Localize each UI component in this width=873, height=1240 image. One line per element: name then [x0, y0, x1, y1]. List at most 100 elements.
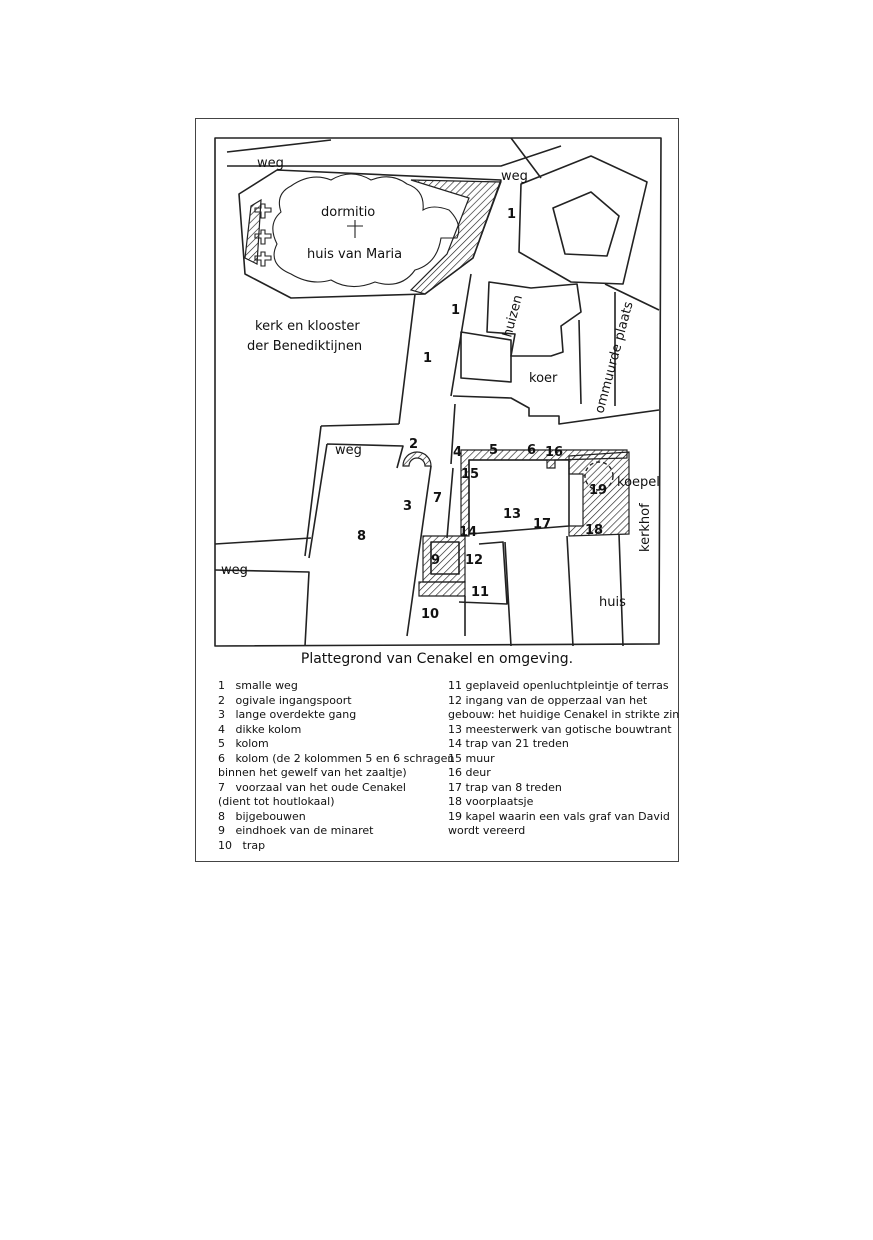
- legend-item-10: 10 trap: [218, 839, 448, 854]
- narrow-street: [398, 273, 472, 425]
- marker-2: 2: [409, 437, 418, 452]
- legend-text: bijgebouwen: [235, 809, 306, 823]
- legend-item-15: 15 muur: [448, 752, 676, 767]
- label-weg-bottom: weg: [221, 563, 248, 578]
- marker-11: 11: [471, 585, 489, 600]
- marker-7: 7: [433, 491, 442, 506]
- legend-number: 10: [218, 838, 243, 852]
- legend-text-continued: binnen het gewelf van het zaaltje): [218, 766, 407, 779]
- church-west-wall: [244, 198, 262, 265]
- marker-1a: 1: [507, 207, 516, 222]
- marker-16: 16: [545, 445, 563, 460]
- marker-4: 4: [453, 445, 462, 460]
- legend-number: 14: [448, 737, 466, 750]
- legend-text: lange overdekte gang: [235, 708, 357, 721]
- marker-6: 6: [527, 443, 536, 458]
- lower-blocks: [458, 533, 624, 647]
- legend-number: 9: [218, 824, 236, 837]
- road-bottom: [214, 537, 312, 647]
- legend-number: 16: [448, 766, 466, 779]
- marker-10: 10: [421, 607, 439, 622]
- legend-item-17: 17 trap van 8 treden: [448, 781, 676, 796]
- label-kerk-line1: kerk en klooster: [255, 319, 360, 334]
- legend-text: trap: [242, 838, 266, 852]
- legend-number: 18: [448, 795, 466, 808]
- legend-item-11: 11 geplaveid openluchtpleintje of terras: [448, 679, 676, 694]
- legend-text: dikke kolom: [235, 722, 302, 736]
- plan-border: [214, 137, 662, 647]
- legend-number: 1: [218, 679, 236, 692]
- legend-item-14: 14 trap van 21 treden: [448, 737, 676, 752]
- legend-number: 13: [448, 722, 466, 736]
- document-frame: weg weg dormitio huis van Maria kerk en …: [195, 118, 679, 862]
- legend-item-1: 1 smalle weg: [218, 679, 448, 694]
- marker-14: 14: [459, 525, 477, 540]
- site-plan-map: weg weg dormitio huis van Maria kerk en …: [214, 137, 662, 647]
- road-lines-top: [226, 137, 562, 179]
- legend-text: eindhoek van de minaret: [235, 824, 374, 837]
- legend-text: meesterwerk van gotische bouwtrant: [465, 722, 672, 736]
- legend-item-2: 2 ogivale ingangspoort: [218, 694, 448, 709]
- legend-text: kapel waarin een vals graf van David: [465, 809, 670, 823]
- ogival-gate: [402, 451, 432, 467]
- marker-13: 13: [503, 507, 521, 522]
- legend-number: 8: [218, 809, 236, 823]
- label-koer: koer: [529, 371, 558, 386]
- legend-number: 3: [218, 708, 236, 721]
- legend-text: voorzaal van het oude Cenakel: [235, 780, 406, 794]
- legend-item-13: 13 meesterwerk van gotische bouwtrant: [448, 723, 676, 738]
- huizen-block: [486, 281, 582, 357]
- staircase-10: [418, 581, 466, 597]
- tower-inner-square: [552, 191, 620, 257]
- road-mid: [304, 423, 404, 559]
- label-huis: huis: [599, 595, 626, 610]
- label-weg-top-left: weg: [257, 156, 284, 171]
- legend-item-9: 9 eindhoek van de minaret: [218, 824, 448, 839]
- legend-item-7: 7 voorzaal van het oude Cenakel(dient to…: [218, 781, 448, 810]
- minaret-inner: [430, 541, 460, 575]
- legend-text: muur: [465, 751, 495, 765]
- church-hatched-wall: [409, 179, 502, 295]
- marker-5: 5: [489, 443, 498, 458]
- label-huis-van-maria: huis van Maria: [307, 247, 402, 262]
- legend-text-continued: wordt vereerd: [448, 824, 526, 837]
- koer-walls: [578, 283, 660, 406]
- label-koepel: koepel: [617, 475, 660, 490]
- legend-number: 5: [218, 737, 236, 750]
- cross-icon: [347, 220, 363, 238]
- label-weg-mid: weg: [335, 443, 362, 458]
- legend-text: kolom (de 2 kolommen 5 en 6 schragen: [235, 751, 455, 765]
- legend-number: 15: [448, 751, 466, 765]
- legend-number: 2: [218, 693, 236, 707]
- legend-text: smalle weg: [235, 679, 298, 692]
- legend-text: trap van 8 treden: [465, 780, 562, 794]
- label-kerk-line2: der Benediktijnen: [247, 339, 362, 354]
- marker-15: 15: [461, 467, 479, 482]
- marker-9: 9: [431, 553, 440, 568]
- legend-item-4: 4 dikke kolom: [218, 723, 448, 738]
- legend-item-16: 16 deur: [448, 766, 676, 781]
- legend-text: geplaveid openluchtpleintje of terras: [465, 679, 669, 692]
- marker-12: 12: [465, 553, 483, 568]
- map-caption: Plattegrond van Cenakel en omgeving.: [300, 651, 574, 667]
- legend-text-continued: gebouw: het huidige Cenakel in strikte z…: [448, 708, 680, 721]
- legend-number: 7: [218, 780, 236, 794]
- marker-19: 19: [589, 483, 607, 498]
- legend-number: 4: [218, 722, 236, 736]
- legend-text: ogivale ingangspoort: [235, 693, 352, 707]
- marker-1c: 1: [423, 351, 432, 366]
- legend-item-3: 3 lange overdekte gang: [218, 708, 448, 723]
- marker-3: 3: [403, 499, 412, 514]
- legend-right-column: 11 geplaveid openluchtpleintje of terras…: [448, 679, 680, 839]
- legend-text: trap van 21 treden: [465, 737, 569, 750]
- cenakel-hall: [468, 459, 570, 535]
- side-chapel-crosses: [254, 203, 272, 267]
- label-dormitio: dormitio: [321, 205, 375, 220]
- label-huizen: huizen: [500, 293, 526, 339]
- label-weg-top-right: weg: [501, 169, 528, 184]
- legend-item-18: 18 voorplaatsje: [448, 795, 676, 810]
